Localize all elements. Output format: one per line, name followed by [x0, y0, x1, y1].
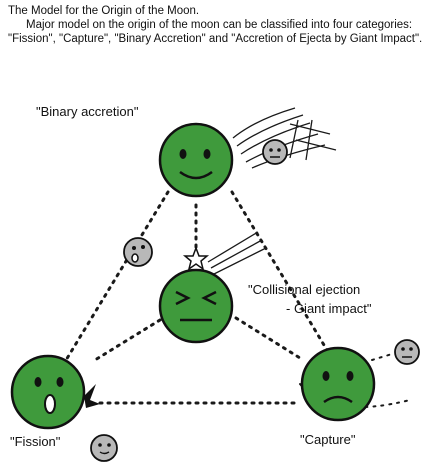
earth-collisional-ejection	[158, 268, 234, 344]
moon-capture	[394, 339, 420, 365]
moon-binary	[262, 139, 288, 165]
page-title: The Model for the Origin of the Moon.	[8, 5, 200, 17]
moon-impactor	[123, 237, 153, 267]
earth-fission	[10, 354, 100, 430]
earth-capture	[300, 346, 376, 422]
moon-fission	[90, 434, 118, 462]
label-collisional-ejection-2: - Giant impact"	[286, 301, 372, 316]
line-top-right	[230, 190, 332, 357]
earth-binary-accretion	[158, 122, 234, 198]
label-fission: "Fission"	[10, 434, 61, 449]
description-paragraph: Major model on the origin of the moon ca…	[8, 19, 423, 45]
line-capture-moon	[371, 353, 393, 361]
label-binary-accretion: "Binary accretion"	[36, 104, 139, 119]
description-header: The Model for the Origin of the Moon. Ma…	[8, 4, 428, 46]
label-collisional-ejection-1: "Collisional ejection	[248, 282, 361, 297]
line-top-left	[58, 190, 170, 372]
line-center-left	[93, 318, 162, 362]
motion-streaks	[232, 107, 337, 169]
impact-streaks	[207, 231, 267, 275]
line-center-right	[234, 316, 302, 360]
label-capture: "Capture"	[300, 432, 356, 447]
impact-star-icon	[182, 245, 210, 271]
